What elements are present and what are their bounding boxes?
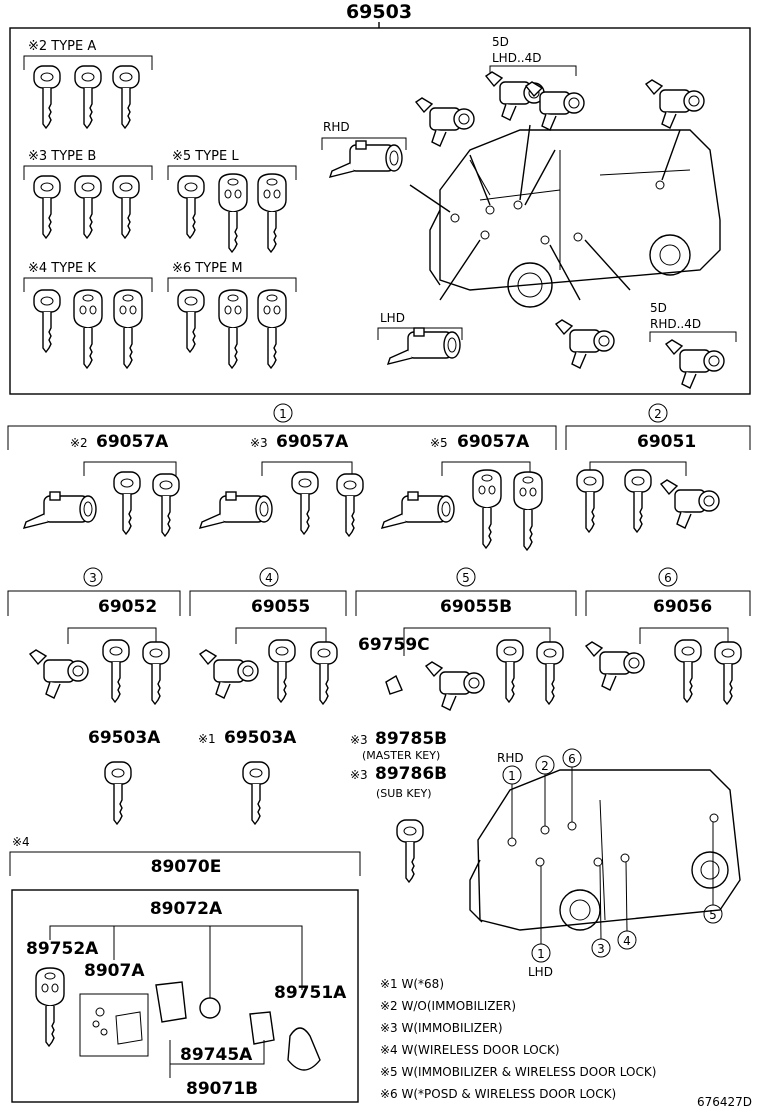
svg-text:※2: ※2 bbox=[70, 436, 88, 450]
svg-text:69055B: 69055B bbox=[440, 597, 512, 617]
main-assembly-label: 69503 bbox=[346, 1, 412, 23]
van-illustration-top bbox=[409, 124, 721, 308]
part-89745a: 89745A bbox=[180, 1045, 253, 1065]
svg-text:※6 TYPE M: ※6 TYPE M bbox=[172, 261, 243, 276]
svg-text:LHD: LHD bbox=[528, 965, 553, 979]
svg-text:69052: 69052 bbox=[98, 597, 157, 617]
key-type-m: ※6 TYPE M bbox=[167, 261, 297, 369]
svg-text:69057A: 69057A bbox=[276, 432, 349, 452]
svg-text:69759C: 69759C bbox=[358, 635, 430, 655]
svg-text:RHD..4D: RHD..4D bbox=[650, 317, 701, 331]
part-89752a: 89752A bbox=[26, 939, 99, 959]
key-type-a: ※2 TYPE A bbox=[23, 39, 153, 129]
svg-text:4: 4 bbox=[623, 934, 631, 948]
svg-text:RHD: RHD bbox=[497, 751, 524, 765]
svg-text:LHD..4D: LHD..4D bbox=[492, 51, 541, 65]
svg-text:5: 5 bbox=[709, 908, 717, 922]
key-69503a: 69503A bbox=[88, 728, 161, 748]
svg-text:※4 TYPE K: ※4 TYPE K bbox=[28, 261, 96, 276]
set-1-bracket: 1 bbox=[7, 403, 557, 450]
key-type-l: ※5 TYPE L bbox=[167, 149, 297, 253]
diagram-code: 676427D bbox=[697, 1095, 752, 1109]
svg-text:1: 1 bbox=[537, 947, 545, 961]
set-6: 6 69056 bbox=[585, 567, 751, 705]
main-assembly-frame bbox=[9, 27, 751, 395]
svg-text:※3: ※3 bbox=[350, 733, 368, 747]
svg-text:69051: 69051 bbox=[637, 432, 696, 452]
van-illustration-locator bbox=[469, 769, 741, 931]
svg-text:※5: ※5 bbox=[430, 436, 448, 450]
svg-text:※3: ※3 bbox=[250, 436, 268, 450]
svg-text:2: 2 bbox=[541, 759, 549, 773]
set-1a: ※2 69057A bbox=[23, 432, 180, 537]
svg-text:1: 1 bbox=[508, 769, 516, 783]
set-2: 2 69051 bbox=[565, 403, 751, 533]
svg-text:3: 3 bbox=[597, 942, 605, 956]
note-5: ※5 W(IMMOBILIZER & WIRELESS DOOR LOCK) bbox=[380, 1065, 656, 1079]
svg-text:(MASTER KEY): (MASTER KEY) bbox=[362, 749, 440, 762]
svg-text:※3 TYPE B: ※3 TYPE B bbox=[28, 149, 96, 164]
svg-text:5D: 5D bbox=[650, 301, 667, 315]
svg-text:4: 4 bbox=[265, 571, 273, 585]
set-1b: ※3 69057A bbox=[199, 432, 364, 537]
svg-text:3: 3 bbox=[89, 571, 97, 585]
svg-text:69055: 69055 bbox=[251, 597, 310, 617]
note-6: ※6 W(*POSD & WIRELESS DOOR LOCK) bbox=[380, 1087, 616, 1101]
footnotes: ※1 W(*68) ※2 W/O(IMMOBILIZER) ※3 W(IMMOB… bbox=[380, 977, 656, 1101]
key-69503a-alt: 69503A bbox=[224, 728, 297, 748]
svg-text:(SUB KEY): (SUB KEY) bbox=[376, 787, 432, 800]
svg-text:6: 6 bbox=[664, 571, 672, 585]
note-2: ※2 W/O(IMMOBILIZER) bbox=[380, 999, 516, 1013]
rhd-label: RHD bbox=[323, 120, 350, 134]
svg-text:1: 1 bbox=[279, 407, 287, 421]
key-type-b: ※3 TYPE B bbox=[23, 149, 153, 239]
wireless-set-label: 89070E bbox=[151, 857, 222, 877]
key-type-k: ※4 TYPE K bbox=[23, 261, 153, 369]
wireless-set-frame bbox=[11, 889, 359, 1103]
note-1: ※1 W(*68) bbox=[380, 977, 444, 991]
svg-text:※3: ※3 bbox=[350, 768, 368, 782]
svg-text:※4: ※4 bbox=[12, 835, 30, 849]
svg-text:6: 6 bbox=[568, 752, 576, 766]
svg-text:5D: 5D bbox=[492, 35, 509, 49]
transmitter-label: 89072A bbox=[150, 899, 223, 919]
set-1c: ※5 69057A bbox=[381, 432, 543, 551]
svg-text:※1: ※1 bbox=[198, 732, 216, 746]
part-89071b: 89071B bbox=[186, 1079, 258, 1099]
svg-text:※5 TYPE L: ※5 TYPE L bbox=[172, 149, 239, 164]
svg-text:69056: 69056 bbox=[653, 597, 712, 617]
set-5: 5 69055B 69759C bbox=[355, 567, 577, 711]
set-4: 4 69055 bbox=[189, 567, 347, 705]
svg-text:2: 2 bbox=[654, 407, 662, 421]
svg-text:69057A: 69057A bbox=[457, 432, 530, 452]
sub-key-label: 89786B bbox=[375, 764, 447, 784]
set-3: 3 69052 bbox=[7, 567, 181, 705]
part-89751a: 89751A bbox=[274, 983, 347, 1003]
svg-text:5: 5 bbox=[462, 571, 470, 585]
part-8907a: 8907A bbox=[84, 961, 145, 981]
note-4: ※4 W(WIRELESS DOOR LOCK) bbox=[380, 1043, 560, 1057]
note-3: ※3 W(IMMOBILIZER) bbox=[380, 1021, 503, 1035]
svg-text:※2 TYPE A: ※2 TYPE A bbox=[28, 39, 96, 54]
svg-text:69057A: 69057A bbox=[96, 432, 169, 452]
lhd-label: LHD bbox=[380, 311, 405, 325]
master-key-label: 89785B bbox=[375, 729, 447, 749]
